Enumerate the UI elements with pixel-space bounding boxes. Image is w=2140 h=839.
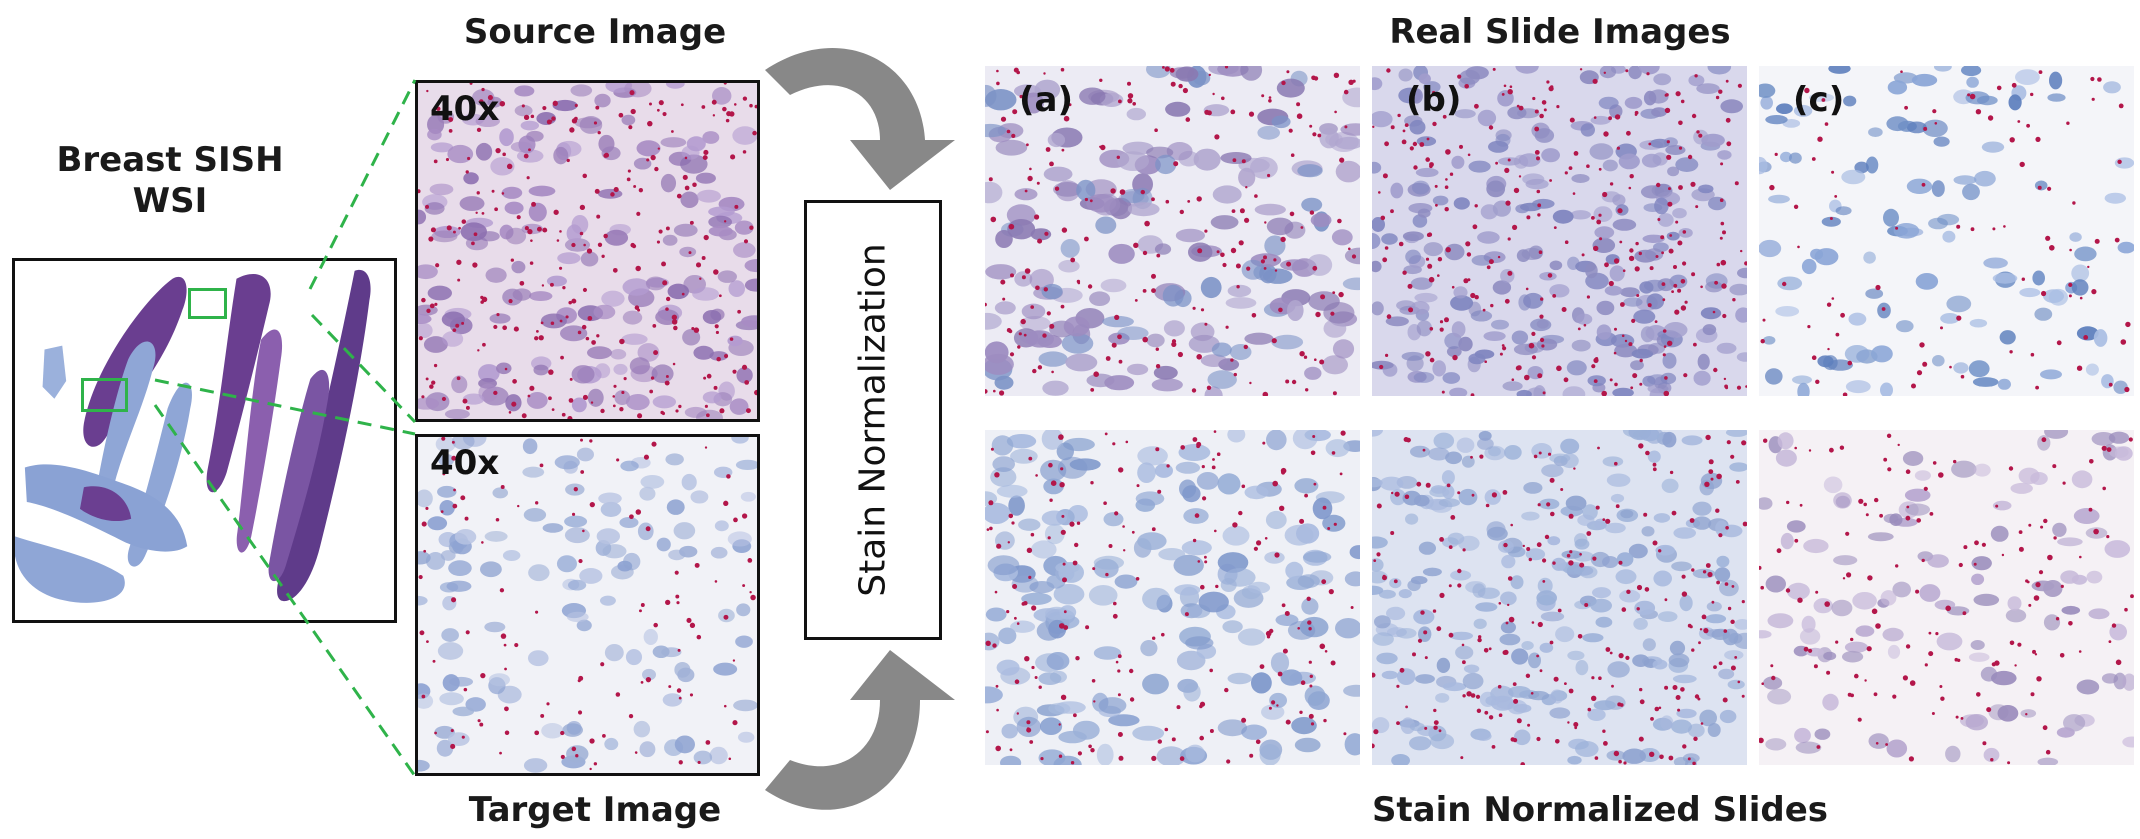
real-slide-a: (a) — [985, 66, 1360, 396]
real-slides-title: Real Slide Images — [1389, 12, 1731, 52]
normalized-slide-c — [1759, 430, 2134, 765]
source-magnification: 40x — [430, 89, 500, 129]
stain-normalization-label: Stain Normalization — [852, 243, 894, 597]
stain-normalization-box: Stain Normalization — [804, 200, 942, 640]
real-slide-c: (c) — [1759, 66, 2134, 396]
curved-arrow-top — [765, 47, 955, 191]
target-magnification: 40x — [430, 443, 500, 483]
wsi-thumbnail — [12, 258, 397, 623]
wsi-roi-top — [188, 288, 227, 319]
source-image: 40x — [415, 80, 760, 422]
panel-label-c: (c) — [1793, 80, 1845, 120]
wsi-roi-bottom — [81, 378, 128, 412]
normalized-slide-b — [1372, 430, 1747, 765]
real-slide-b: (b) — [1372, 66, 1747, 396]
curved-arrow-bottom — [765, 650, 955, 810]
target-image: 40x — [415, 434, 760, 776]
wsi-title: Breast SISH WSI — [56, 140, 284, 221]
source-image-title: Source Image — [463, 12, 727, 52]
normalized-slide-a — [985, 430, 1360, 765]
panel-label-b: (b) — [1406, 80, 1462, 120]
target-image-title: Target Image — [468, 790, 722, 830]
normalized-slides-title: Stain Normalized Slides — [1371, 790, 1829, 830]
panel-label-a: (a) — [1019, 80, 1074, 120]
